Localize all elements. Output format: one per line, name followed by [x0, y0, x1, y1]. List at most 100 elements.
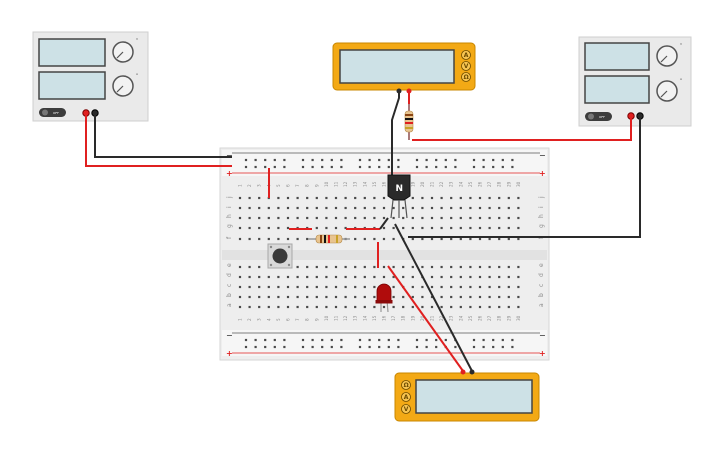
multimeter-bottom-mode-a[interactable]	[401, 392, 411, 402]
breadboard-hole[interactable]	[411, 206, 414, 210]
breadboard-hole[interactable]	[311, 345, 314, 349]
breadboard-hole[interactable]	[402, 305, 405, 309]
breadboard-hole[interactable]	[507, 206, 510, 210]
breadboard-hole[interactable]	[472, 158, 476, 162]
breadboard-hole[interactable]	[325, 216, 328, 220]
breadboard-hole[interactable]	[296, 206, 299, 210]
breadboard-hole[interactable]	[517, 295, 520, 299]
breadboard-hole[interactable]	[430, 206, 434, 210]
breadboard-hole[interactable]	[469, 216, 472, 220]
breadboard-hole[interactable]	[507, 285, 510, 289]
breadboard-hole[interactable]	[258, 226, 261, 230]
breadboard-hole[interactable]	[488, 265, 491, 269]
breadboard-hole[interactable]	[264, 338, 267, 342]
breadboard-hole[interactable]	[415, 345, 419, 349]
breadboard-hole[interactable]	[478, 226, 482, 230]
breadboard-hole[interactable]	[306, 275, 309, 279]
breadboard-hole[interactable]	[411, 216, 414, 220]
breadboard-hole[interactable]	[296, 275, 299, 279]
breadboard-hole[interactable]	[482, 338, 485, 342]
breadboard-hole[interactable]	[254, 338, 257, 342]
breadboard[interactable]: − + − + 12345678910111213141516171819202…	[219, 147, 550, 361]
breadboard-hole[interactable]	[248, 305, 251, 309]
breadboard-hole[interactable]	[238, 237, 242, 241]
breadboard-hole[interactable]	[459, 285, 462, 289]
breadboard-hole[interactable]	[478, 196, 482, 200]
components[interactable]: N	[267, 104, 414, 313]
breadboard-hole[interactable]	[363, 305, 366, 309]
breadboard-hole[interactable]	[286, 196, 290, 200]
breadboard-hole[interactable]	[248, 275, 251, 279]
breadboard-hole[interactable]	[440, 295, 443, 299]
breadboard-hole[interactable]	[382, 265, 386, 269]
breadboard-hole[interactable]	[392, 305, 395, 309]
breadboard-hole[interactable]	[450, 196, 453, 200]
breadboard-hole[interactable]	[469, 295, 472, 299]
bottom-meter-probe-terminal[interactable]	[460, 369, 466, 375]
breadboard-hole[interactable]	[363, 237, 366, 241]
breadboard-hole[interactable]	[363, 275, 366, 279]
breadboard-hole[interactable]	[517, 305, 520, 309]
breadboard-hole[interactable]	[425, 158, 428, 162]
breadboard-hole[interactable]	[450, 206, 453, 210]
breadboard-hole[interactable]	[492, 338, 495, 342]
breadboard-hole[interactable]	[469, 275, 472, 279]
breadboard-hole[interactable]	[238, 265, 242, 269]
breadboard-hole[interactable]	[397, 158, 400, 162]
breadboard-hole[interactable]	[334, 275, 338, 279]
breadboard-hole[interactable]	[425, 165, 428, 169]
breadboard-hole[interactable]	[258, 206, 261, 210]
wire-bottom-meter-probe[interactable]	[387, 265, 464, 372]
breadboard-hole[interactable]	[330, 345, 333, 349]
breadboard-hole[interactable]	[354, 305, 357, 309]
breadboard-hole[interactable]	[421, 305, 424, 309]
top-rail-holes[interactable]	[244, 158, 514, 169]
breadboard-hole[interactable]	[325, 305, 328, 309]
breadboard-hole[interactable]	[296, 196, 299, 200]
breadboard-hole[interactable]	[459, 206, 462, 210]
breadboard-hole[interactable]	[498, 237, 501, 241]
breadboard-hole[interactable]	[244, 165, 248, 169]
wire-base-lead[interactable]	[379, 217, 389, 230]
breadboard-hole[interactable]	[517, 226, 520, 230]
breadboard-hole[interactable]	[258, 275, 261, 279]
breadboard-hole[interactable]	[283, 165, 286, 169]
breadboard-hole[interactable]	[421, 206, 424, 210]
breadboard-hole[interactable]	[459, 237, 462, 241]
breadboard-hole[interactable]	[440, 226, 443, 230]
breadboard-hole[interactable]	[517, 216, 520, 220]
breadboard-hole[interactable]	[283, 338, 286, 342]
breadboard-hole[interactable]	[411, 226, 414, 230]
breadboard-hole[interactable]	[311, 165, 314, 169]
breadboard-hole[interactable]	[507, 295, 510, 299]
breadboard-hole[interactable]	[325, 275, 328, 279]
breadboard-hole[interactable]	[459, 295, 462, 299]
breadboard-hole[interactable]	[507, 265, 510, 269]
breadboard-hole[interactable]	[267, 295, 270, 299]
breadboard-hole[interactable]	[344, 275, 347, 279]
breadboard-hole[interactable]	[440, 196, 443, 200]
breadboard-hole[interactable]	[277, 226, 280, 230]
breadboard-hole[interactable]	[511, 165, 514, 169]
breadboard-hole[interactable]	[334, 285, 338, 289]
resistor-top[interactable]	[404, 104, 414, 140]
multimeter-bottom-mode-ohm[interactable]	[401, 380, 411, 390]
breadboard-hole[interactable]	[358, 338, 362, 342]
breadboard-hole[interactable]	[344, 196, 347, 200]
breadboard-hole[interactable]	[354, 275, 357, 279]
breadboard-hole[interactable]	[478, 275, 482, 279]
breadboard-hole[interactable]	[411, 305, 414, 309]
breadboard-hole[interactable]	[330, 165, 333, 169]
breadboard-hole[interactable]	[382, 305, 386, 309]
breadboard-hole[interactable]	[425, 345, 428, 349]
breadboard-hole[interactable]	[306, 196, 309, 200]
multimeter-top-mode-a[interactable]	[461, 50, 471, 60]
breadboard-hole[interactable]	[469, 265, 472, 269]
breadboard-hole[interactable]	[492, 158, 495, 162]
breadboard-hole[interactable]	[354, 196, 357, 200]
breadboard-hole[interactable]	[454, 165, 457, 169]
breadboard-hole[interactable]	[311, 338, 314, 342]
breadboard-hole[interactable]	[498, 285, 501, 289]
breadboard-hole[interactable]	[238, 196, 242, 200]
breadboard-hole[interactable]	[415, 338, 419, 342]
